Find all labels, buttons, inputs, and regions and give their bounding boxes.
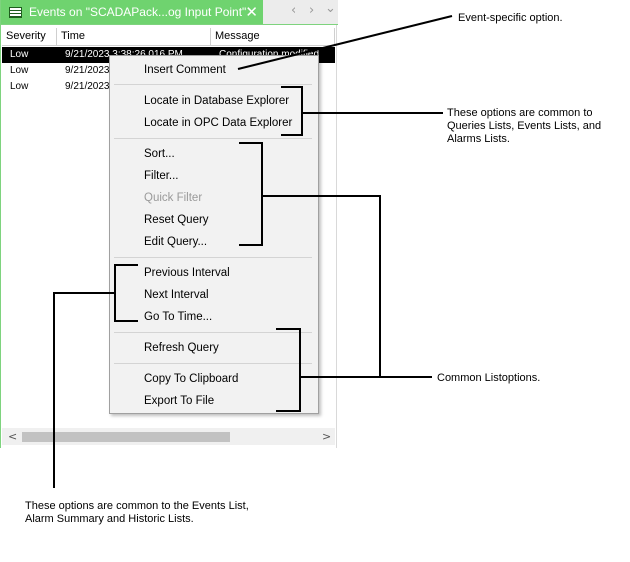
- bracket-vertical: [261, 142, 263, 246]
- close-icon[interactable]: ✕: [245, 3, 258, 21]
- chevron-down-icon[interactable]: ⌄: [325, 1, 336, 16]
- menu-item-previous-interval[interactable]: Previous Interval: [144, 267, 230, 279]
- callout-line-common-list: [301, 376, 432, 378]
- bracket-bottom: [276, 410, 301, 412]
- annotation-events-list-line2: Alarm Summary and Historic Lists.: [25, 513, 194, 525]
- menu-item-quick-filter: Quick Filter: [144, 192, 203, 204]
- menu-item-edit-query[interactable]: Edit Query...: [144, 236, 208, 248]
- tab-strip: Events on "SCADAPack...og Input Point" ✕…: [1, 0, 338, 25]
- column-header-time[interactable]: Time: [57, 28, 211, 45]
- annotation-events-list-line1: These options are common to the Events L…: [25, 500, 249, 512]
- table-row[interactable]: Low 9/21/2023: [2, 79, 335, 95]
- bracket-top: [239, 142, 263, 144]
- menu-item-insert-comment[interactable]: Insert Comment: [144, 64, 226, 76]
- callout-line-event-specific: [237, 15, 453, 70]
- severity-cell: Low: [10, 49, 29, 60]
- bracket-top: [114, 264, 138, 266]
- annotation-event-specific: Event-specific option.: [458, 12, 563, 24]
- time-cell: 9/21/2023: [65, 65, 110, 76]
- grid-header: Severity Time Message: [2, 28, 335, 46]
- severity-cell: Low: [10, 81, 29, 92]
- menu-item-refresh-query[interactable]: Refresh Query: [144, 342, 219, 354]
- bracket-top: [276, 328, 301, 330]
- chevron-right-icon[interactable]: ›: [309, 3, 315, 18]
- connector-horizontal: [53, 292, 116, 294]
- bracket-vertical: [299, 328, 301, 412]
- bracket-bottom: [281, 134, 303, 136]
- menu-separator: [114, 84, 312, 85]
- menu-item-next-interval[interactable]: Next Interval: [144, 289, 209, 301]
- list-icon: [9, 6, 22, 18]
- chevron-left-icon[interactable]: ‹: [291, 3, 297, 18]
- bracket-top: [281, 86, 303, 88]
- menu-item-filter[interactable]: Filter...: [144, 170, 179, 182]
- menu-item-locate-opc-explorer[interactable]: Locate in OPC Data Explorer: [144, 117, 293, 129]
- scroll-right-icon[interactable]: >: [322, 430, 332, 443]
- horizontal-scrollbar[interactable]: < >: [2, 428, 335, 445]
- menu-item-copy-to-clipboard[interactable]: Copy To Clipboard: [144, 373, 239, 385]
- menu-item-sort[interactable]: Sort...: [144, 148, 175, 160]
- table-row[interactable]: Low 9/21/2023: [2, 63, 335, 79]
- time-cell: 9/21/2023: [65, 81, 110, 92]
- severity-cell: Low: [10, 65, 29, 76]
- bracket-bottom: [114, 320, 138, 322]
- menu-separator: [114, 332, 312, 333]
- column-header-message[interactable]: Message: [211, 28, 335, 45]
- annotation-common-queries-line3: Alarms Lists.: [447, 133, 510, 145]
- context-menu: Insert Comment Locate in Database Explor…: [109, 55, 319, 414]
- menu-separator: [114, 257, 312, 258]
- annotation-common-list: Common Listoptions.: [437, 372, 541, 384]
- connector-horizontal: [263, 195, 381, 197]
- tab-events[interactable]: Events on "SCADAPack...og Input Point" ✕: [1, 0, 263, 24]
- menu-item-reset-query[interactable]: Reset Query: [144, 214, 209, 226]
- bracket-vertical: [301, 86, 303, 136]
- annotation-common-queries-line2: Queries Lists, Events Lists, and: [447, 120, 602, 132]
- menu-separator: [114, 363, 312, 364]
- annotation-common-queries-line1: These options are common to: [447, 107, 593, 119]
- callout-line-events-list: [53, 292, 55, 488]
- menu-separator: [114, 138, 312, 139]
- scroll-left-icon[interactable]: <: [8, 430, 18, 443]
- menu-item-locate-database-explorer[interactable]: Locate in Database Explorer: [144, 95, 290, 107]
- menu-item-export-to-file[interactable]: Export To File: [144, 395, 215, 407]
- menu-item-go-to-time[interactable]: Go To Time...: [144, 311, 213, 323]
- bracket-bottom: [239, 244, 263, 246]
- scrollbar-thumb[interactable]: [22, 432, 230, 442]
- time-cell: 9/21/2023 3:38:26.016 PM: [65, 49, 183, 60]
- message-cell: Configuration modified: [211, 47, 335, 63]
- callout-line-common-queries: [303, 112, 443, 114]
- column-header-severity[interactable]: Severity: [2, 28, 57, 45]
- tab-title: Events on "SCADAPack...og Input Point": [29, 5, 247, 19]
- connector-vertical: [379, 195, 381, 378]
